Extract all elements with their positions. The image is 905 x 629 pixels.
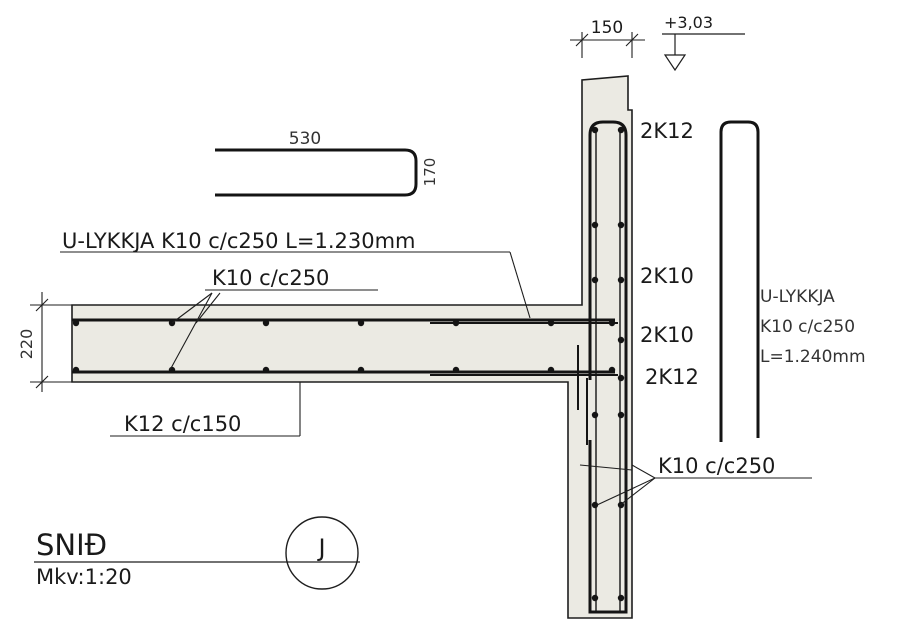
wall-rebar-dots (591, 126, 625, 602)
wall-thickness-dim (570, 32, 645, 58)
section-title: SNIÐ (36, 528, 107, 562)
wall-bars-mid2-label: 2K10 (640, 323, 694, 347)
hook-bar-shape (215, 148, 418, 197)
section-scale: Mkv:1:20 (36, 565, 132, 589)
level-marker (662, 33, 745, 72)
wall-thickness-label: 150 (591, 18, 623, 38)
u-loop-wall-label-2: K10 c/c250 (760, 317, 855, 337)
wall-top-bars-label: 2K12 (640, 119, 694, 143)
slab-bottom-bars-label: K12 c/c150 (124, 412, 241, 436)
slab-top-bars-label: K10 c/c250 (212, 266, 329, 290)
u-loop-slab-label: U-LYKKJA K10 c/c250 L=1.230mm (62, 229, 416, 253)
level-label: +3,03 (664, 13, 713, 32)
wall-u-loop-shape (719, 120, 760, 442)
slab-rebar-dots (72, 319, 555, 374)
hook-length-dim: 530 (289, 129, 321, 149)
section-id-circle (285, 516, 359, 590)
wall-stirrups-label: K10 c/c250 (658, 454, 775, 478)
wall-bars-low-label: 2K12 (645, 365, 699, 389)
u-loop-wall-label-3: L=1.240mm (760, 347, 866, 367)
hook-depth-dim: 170 (421, 158, 439, 187)
section-id: J (316, 534, 325, 562)
wall-u-loop (588, 120, 628, 614)
slab-thickness-dim (30, 292, 72, 392)
slab-thickness-label: 220 (17, 329, 36, 360)
leaders (60, 251, 812, 506)
concrete-section (71, 75, 633, 619)
wall-bars-mid1-label: 2K10 (640, 264, 694, 288)
u-loop-wall-label-1: U-LYKKJA (760, 287, 835, 307)
